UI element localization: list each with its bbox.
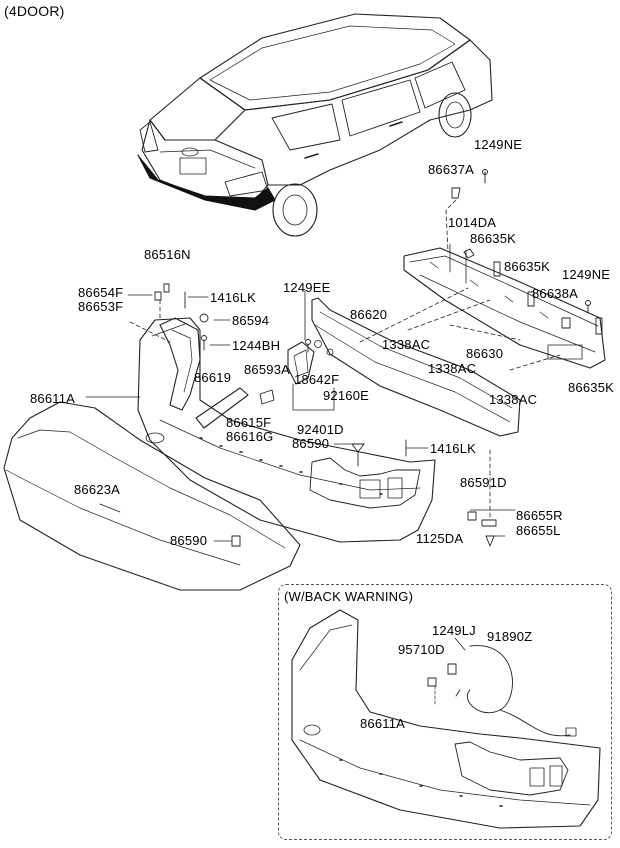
label-86611A-inset[interactable]: 86611A [360, 716, 406, 731]
reflex-lamp [287, 340, 334, 385]
label-86654F[interactable]: 86654F [78, 285, 124, 300]
energy-absorber [311, 297, 521, 437]
label-86635K-b[interactable]: 86635K [504, 259, 551, 274]
label-86516N[interactable]: 86516N [144, 247, 191, 262]
label-1014DA[interactable]: 1014DA [448, 215, 497, 230]
lower-cover [3, 401, 301, 591]
label-18642F[interactable]: 18642F [294, 372, 340, 387]
label-86620[interactable]: 86620 [350, 307, 388, 322]
label-86635K-c[interactable]: 86635K [568, 380, 615, 395]
bumper-cover [137, 317, 436, 543]
label-86655R[interactable]: 86655R [516, 508, 563, 523]
label-1125DA[interactable]: 1125DA [416, 531, 464, 546]
label-86619[interactable]: 86619 [194, 370, 232, 385]
label-92160E[interactable]: 92160E [323, 388, 370, 403]
label-1338AC-c[interactable]: 1338AC [489, 392, 538, 407]
label-86594[interactable]: 86594 [232, 313, 270, 328]
label-86630[interactable]: 86630 [466, 346, 504, 361]
label-86593A[interactable]: 86593A [244, 362, 291, 377]
label-86590-b[interactable]: 86590 [170, 533, 208, 548]
label-86590-a[interactable]: 86590 [292, 436, 330, 451]
label-92401D[interactable]: 92401D [297, 422, 344, 437]
label-86611A[interactable]: 86611A [30, 391, 76, 406]
inset-drawing [291, 609, 601, 829]
hardware [154, 169, 603, 547]
label-1249EE[interactable]: 1249EE [283, 280, 331, 295]
assembly-lines [129, 171, 561, 521]
spacer-86619 [195, 387, 249, 429]
label-86655L[interactable]: 86655L [516, 523, 561, 538]
header-title: (4DOOR) [4, 3, 65, 19]
label-1249NE-a[interactable]: 1249NE [474, 137, 523, 152]
label-1416LK-a[interactable]: 1416LK [210, 290, 257, 305]
label-91890Z[interactable]: 91890Z [487, 629, 533, 644]
label-86623A[interactable]: 86623A [74, 482, 121, 497]
label-86635K-a[interactable]: 86635K [470, 231, 517, 246]
label-1338AC-b[interactable]: 1338AC [428, 361, 477, 376]
label-86637A[interactable]: 86637A [428, 162, 475, 177]
label-86638A[interactable]: 86638A [532, 286, 579, 301]
label-86615F[interactable]: 86615F [226, 415, 272, 430]
label-1244BH[interactable]: 1244BH [232, 338, 281, 353]
label-1249LJ[interactable]: 1249LJ [432, 623, 476, 638]
label-86653F[interactable]: 86653F [78, 299, 124, 314]
label-86616G[interactable]: 86616G [226, 429, 274, 444]
car-illustration [137, 13, 493, 237]
label-95710D[interactable]: 95710D [398, 642, 445, 657]
label-1338AC-a[interactable]: 1338AC [382, 337, 431, 352]
side-bracket [159, 317, 201, 411]
label-1249NE-b[interactable]: 1249NE [562, 267, 611, 282]
leader-lines [85, 243, 516, 542]
inset-title: (W/BACK WARNING) [284, 589, 414, 604]
label-86591D[interactable]: 86591D [460, 475, 507, 490]
inset-frame [278, 584, 612, 840]
label-1416LK-b[interactable]: 1416LK [430, 441, 477, 456]
bumper-beam [403, 247, 606, 369]
